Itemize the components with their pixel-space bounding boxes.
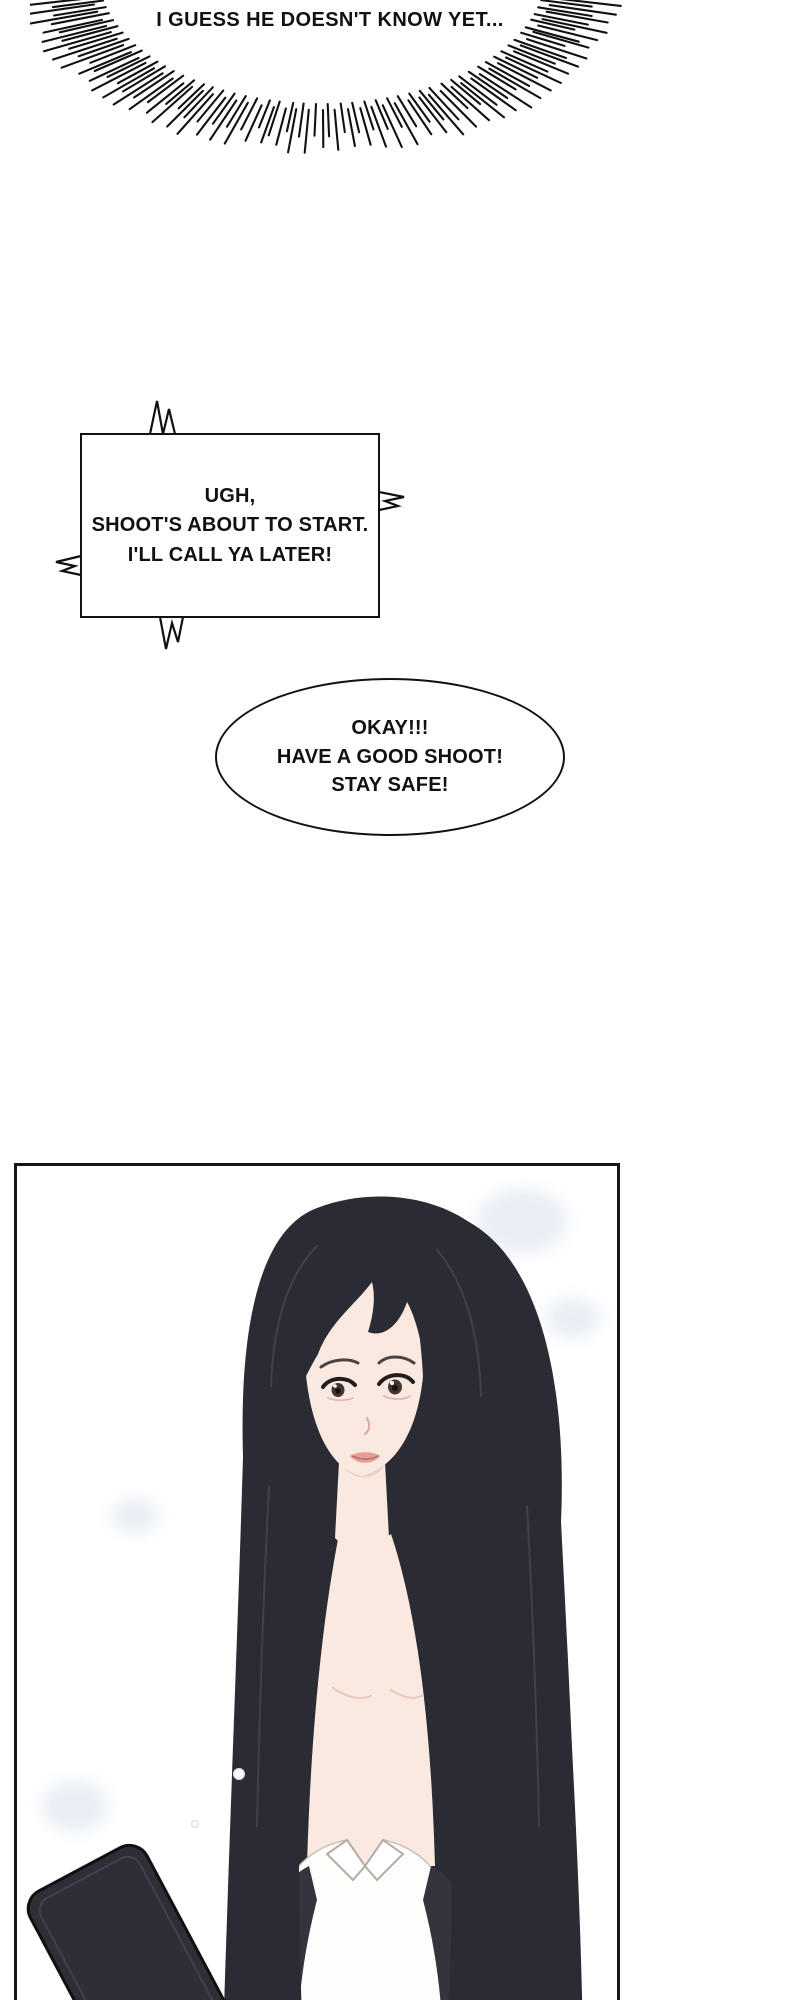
speech-line: STAY SAFE! bbox=[331, 774, 449, 797]
speech-line: I'LL CALL YA LATER! bbox=[127, 543, 333, 566]
nose bbox=[364, 1417, 371, 1435]
burst-spikes bbox=[30, 0, 622, 154]
mouth bbox=[350, 1452, 380, 1463]
tail-bottom bbox=[158, 616, 185, 650]
hair-highlight-strands bbox=[256, 1245, 540, 1827]
speech-line: UGH, bbox=[204, 484, 256, 507]
skin-chest bbox=[307, 1462, 435, 1866]
shirt bbox=[278, 1838, 452, 2000]
collarbone-lines bbox=[332, 1687, 424, 1699]
shout-bubble: UGH, SHOOT'S ABOUT TO START. I'LL CALL Y… bbox=[40, 393, 430, 668]
tail-right bbox=[378, 490, 405, 512]
phone bbox=[26, 1843, 241, 2000]
shout-bubble-box: UGH, SHOOT'S ABOUT TO START. I'LL CALL Y… bbox=[80, 433, 380, 618]
speech-line: OKAY!!! bbox=[351, 717, 429, 740]
hair-bangs bbox=[299, 1238, 431, 1541]
tail-left bbox=[55, 554, 82, 577]
oval-speech-bubble: OKAY!!! HAVE A GOOD SHOOT! STAY SAFE! bbox=[215, 678, 565, 836]
tail-top bbox=[148, 400, 177, 435]
speech-line: SHOOT'S ABOUT TO START. bbox=[91, 514, 369, 537]
burst-bubble: I GUESS HE DOESN'T KNOW YET... bbox=[30, 0, 630, 178]
eyebrows bbox=[319, 1355, 416, 1369]
hair-front bbox=[224, 1456, 581, 2000]
burst-text: I GUESS HE DOESN'T KNOW YET... bbox=[156, 9, 504, 31]
illustration-panel bbox=[14, 1163, 620, 2000]
sparkles bbox=[190, 1768, 245, 1829]
eyes bbox=[321, 1373, 415, 1401]
speech-line: HAVE A GOOD SHOOT! bbox=[276, 745, 504, 768]
character-illustration bbox=[26, 1188, 601, 2000]
